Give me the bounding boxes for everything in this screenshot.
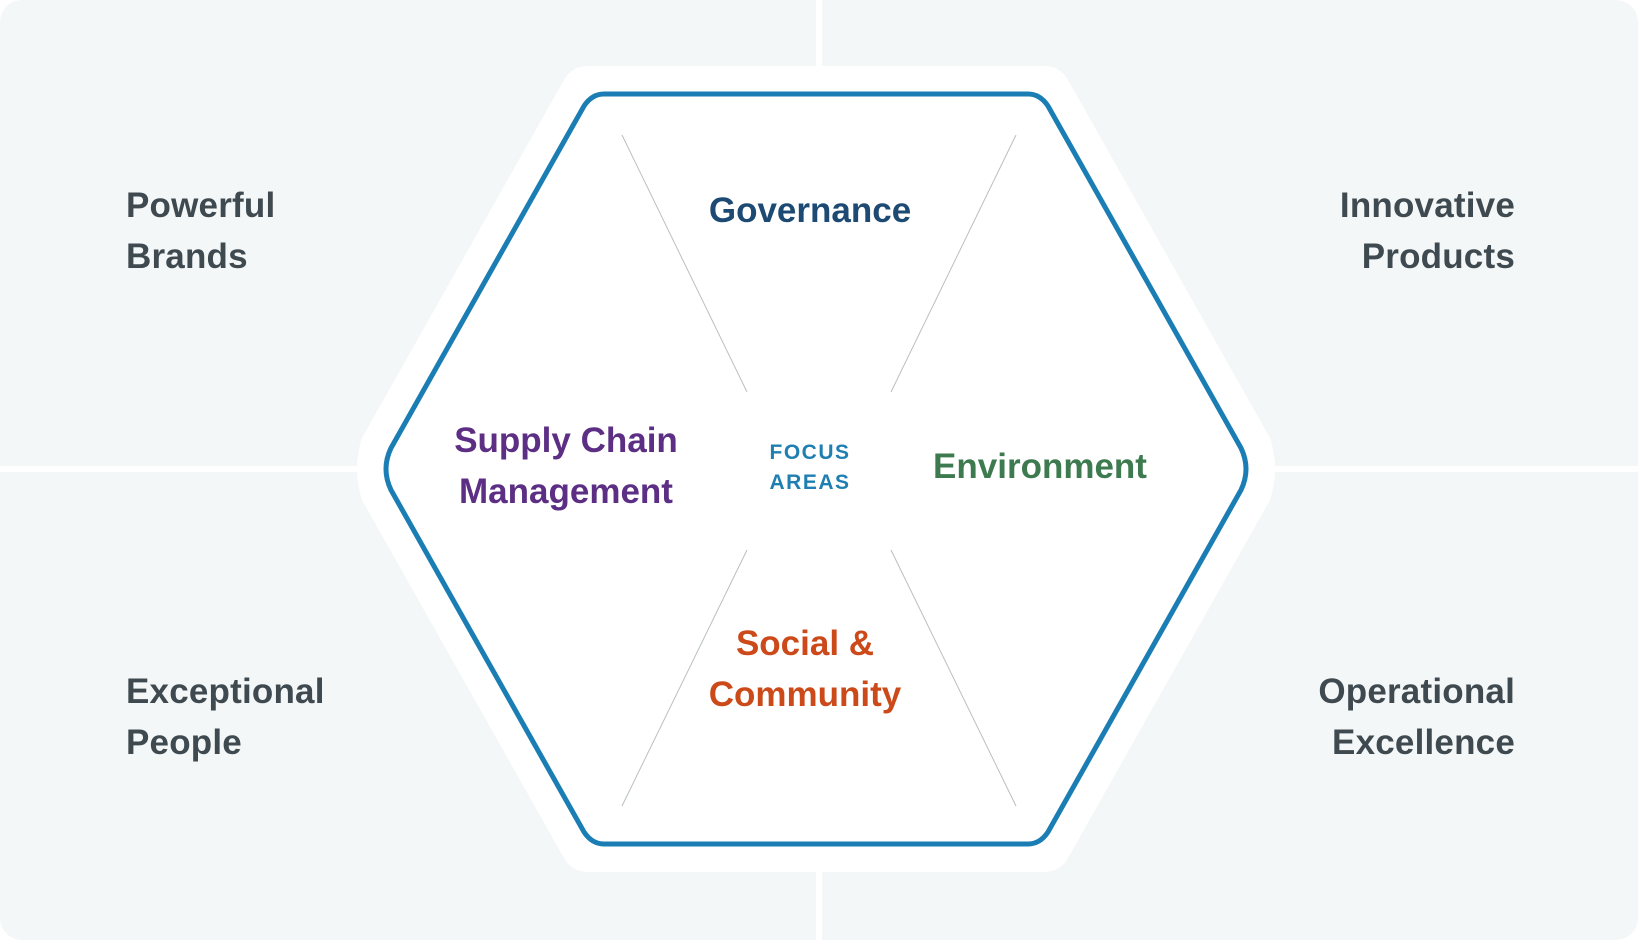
focus-area-supply-chain: Supply Chain Management xyxy=(416,415,716,517)
divider-line-bottom-left xyxy=(621,549,748,807)
focus-area-social-community: Social & Community xyxy=(655,618,955,720)
corner-line: Exceptional xyxy=(126,672,325,711)
corner-line: Brands xyxy=(126,237,248,276)
corner-label-top-right: Innovative Products xyxy=(1340,180,1515,282)
corner-label-top-left: Powerful Brands xyxy=(126,180,275,282)
divider-line-bottom-right xyxy=(890,549,1017,807)
center-label-line: FOCUS xyxy=(769,441,851,464)
corner-line: People xyxy=(126,723,242,762)
hexagon-outline xyxy=(383,91,1249,847)
center-label-line: AREAS xyxy=(769,471,851,494)
focus-area-line: Community xyxy=(708,675,902,714)
focus-area-environment: Environment xyxy=(910,441,1170,492)
focus-area-line: Governance xyxy=(708,191,912,230)
focus-area-line: Management xyxy=(459,472,673,511)
focus-area-line: Environment xyxy=(933,447,1147,486)
divider-line-top-right xyxy=(890,134,1017,393)
focus-area-line: Supply Chain xyxy=(454,421,678,460)
divider-line-top-left xyxy=(621,134,748,393)
corner-line: Operational xyxy=(1318,672,1515,711)
corner-line: Powerful xyxy=(126,186,276,225)
corner-line: Excellence xyxy=(1332,723,1515,762)
corner-line: Innovative xyxy=(1339,186,1515,225)
focus-area-line: Social & xyxy=(735,624,875,663)
focus-area-governance: Governance xyxy=(660,185,960,236)
corner-line: Products xyxy=(1361,237,1515,276)
corner-label-bottom-left: Exceptional People xyxy=(126,666,325,768)
corner-label-bottom-right: Operational Excellence xyxy=(1318,666,1515,768)
center-label-focus-areas: FOCUS AREAS xyxy=(740,438,880,498)
